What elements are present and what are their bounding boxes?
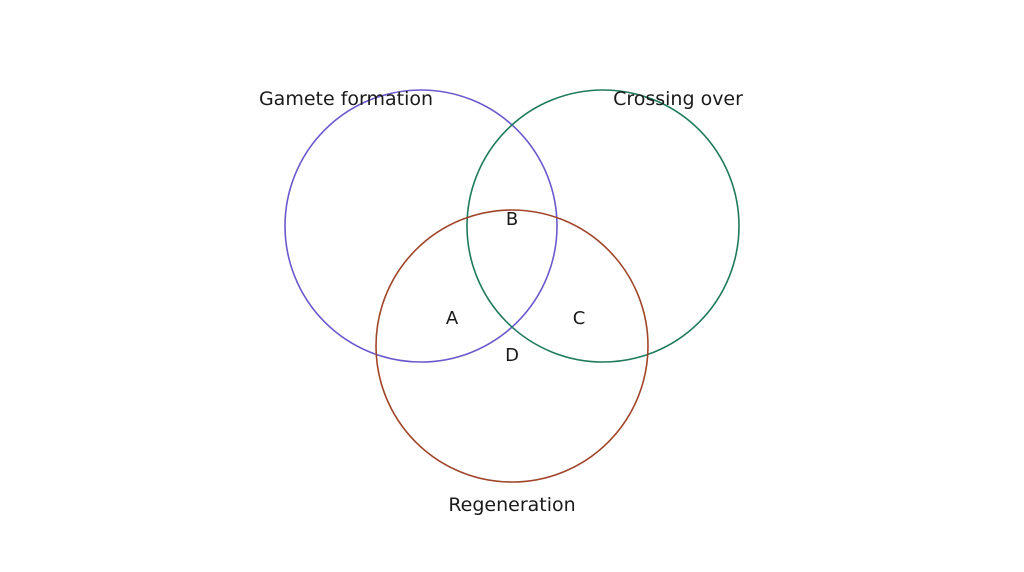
label-regeneration: Regeneration — [448, 494, 575, 516]
region-label-b: B — [506, 209, 518, 230]
region-label-d: D — [505, 345, 519, 366]
region-label-c: C — [573, 308, 586, 329]
label-gamete-formation: Gamete formation — [259, 88, 433, 110]
circle-crossing-over — [466, 89, 740, 363]
circle-regeneration — [375, 209, 649, 483]
circle-gamete-formation — [284, 89, 558, 363]
label-crossing-over: Crossing over — [613, 88, 743, 110]
region-label-a: A — [446, 308, 459, 329]
